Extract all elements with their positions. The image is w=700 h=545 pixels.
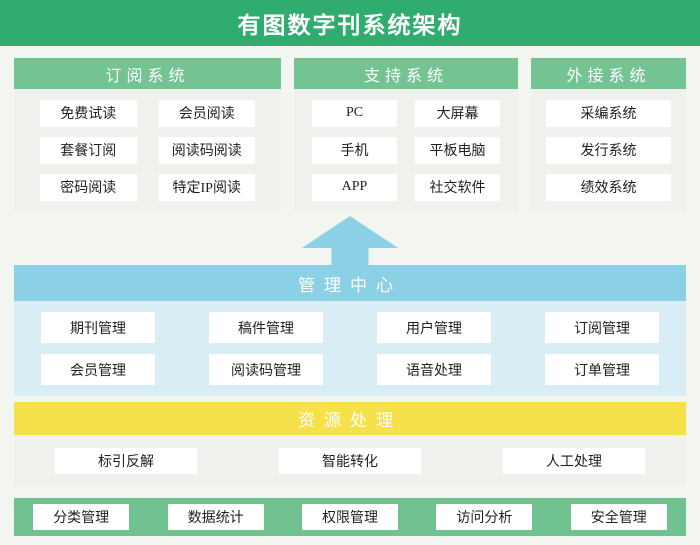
section-support-body: PC 大屏幕 手机 平板电脑 APP 社交软件 — [294, 89, 518, 211]
diagram-node: 大屏幕 — [415, 99, 500, 127]
section-subscription-body: 免费试读 会员阅读 套餐订阅 阅读码阅读 密码阅读 特定IP阅读 — [14, 89, 281, 211]
connector-zone — [0, 211, 700, 265]
diagram-node: 人工处理 — [503, 448, 645, 474]
resource-processing-body: 标引反解 智能转化 人工处理 — [14, 435, 686, 487]
resource-processing-label: 资源处理 — [298, 411, 402, 430]
section-header-label: 外接系统 — [566, 67, 651, 85]
diagram-node: 阅读码管理 — [209, 354, 323, 385]
section-header-label: 订阅系统 — [105, 67, 190, 85]
diagram-title-bar: 有图数字刊系统架构 — [0, 0, 700, 46]
diagram-node: APP — [312, 173, 397, 201]
section-subscription-system: 订阅系统 免费试读 会员阅读 套餐订阅 阅读码阅读 密码阅读 特定IP阅读 — [14, 58, 281, 211]
diagram-node: 套餐订阅 — [40, 136, 137, 164]
diagram-node: 免费试读 — [40, 99, 137, 127]
diagram-node: 数据统计 — [167, 504, 264, 530]
section-external-system: 外接系统 采编系统 发行系统 绩效系统 — [531, 58, 686, 211]
section-support-system: 支持系统 PC 大屏幕 手机 平板电脑 APP 社交软件 — [294, 58, 518, 211]
section-external-body: 采编系统 发行系统 绩效系统 — [531, 89, 686, 211]
diagram-node: 智能转化 — [279, 448, 421, 474]
section-support-header: 支持系统 — [294, 58, 518, 89]
page-title: 有图数字刊系统架构 — [237, 13, 463, 38]
diagram-node: 语音处理 — [377, 354, 491, 385]
resource-processing-bar: 资源处理 — [14, 402, 686, 435]
diagram-node: 密码阅读 — [40, 173, 137, 201]
diagram-node: 特定IP阅读 — [158, 173, 255, 201]
diagram-node: 订单管理 — [545, 354, 659, 385]
section-external-header: 外接系统 — [531, 58, 686, 89]
diagram-node: 安全管理 — [570, 504, 667, 530]
diagram-node: 社交软件 — [415, 173, 500, 201]
top-sections-row: 订阅系统 免费试读 会员阅读 套餐订阅 阅读码阅读 密码阅读 特定IP阅读 支持… — [14, 58, 686, 211]
diagram-node: 分类管理 — [33, 504, 130, 530]
management-center-bar: 管理中心 — [14, 265, 686, 301]
management-center-body: 期刊管理 稿件管理 用户管理 订阅管理 会员管理 阅读码管理 语音处理 订单管理 — [14, 301, 686, 396]
diagram-node: 会员管理 — [41, 354, 155, 385]
up-arrow-icon — [302, 216, 398, 248]
bottom-modules-band: 分类管理 数据统计 权限管理 访问分析 安全管理 — [14, 498, 686, 536]
diagram-node: 订阅管理 — [545, 312, 659, 343]
diagram-node: 期刊管理 — [41, 312, 155, 343]
up-arrow-stem — [331, 247, 369, 265]
diagram-node: 平板电脑 — [415, 136, 500, 164]
diagram-node: 手机 — [312, 136, 397, 164]
diagram-node: 会员阅读 — [158, 99, 255, 127]
diagram-node: 绩效系统 — [546, 173, 671, 201]
diagram-node: 用户管理 — [377, 312, 491, 343]
section-subscription-header: 订阅系统 — [14, 58, 281, 89]
diagram-node: 权限管理 — [301, 504, 398, 530]
diagram-node: 访问分析 — [436, 504, 533, 530]
diagram-node: 发行系统 — [546, 136, 671, 164]
diagram-node: 稿件管理 — [209, 312, 323, 343]
diagram-node: PC — [312, 99, 397, 127]
diagram-node: 阅读码阅读 — [158, 136, 255, 164]
section-header-label: 支持系统 — [363, 67, 448, 85]
diagram-node: 采编系统 — [546, 99, 671, 127]
diagram-node: 标引反解 — [55, 448, 197, 474]
management-center-label: 管理中心 — [298, 275, 402, 295]
spacer — [0, 487, 700, 498]
